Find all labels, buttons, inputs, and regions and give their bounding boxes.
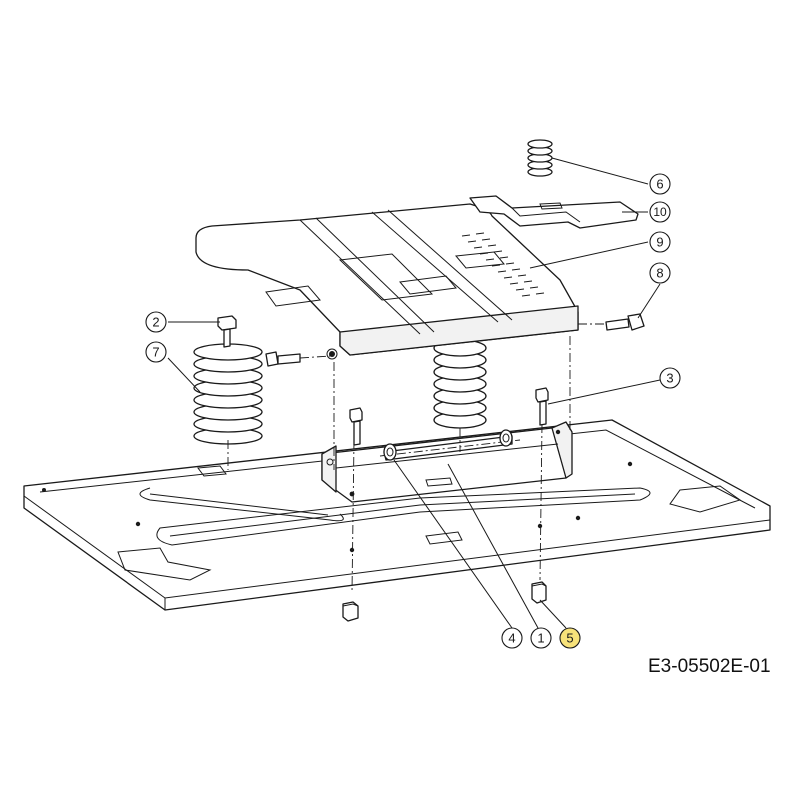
callout-10: 10 bbox=[649, 201, 671, 223]
svg-text:6: 6 bbox=[656, 177, 663, 192]
center-spring bbox=[433, 339, 487, 429]
svg-text:10: 10 bbox=[653, 205, 667, 219]
callout-3: 3 bbox=[659, 367, 681, 389]
callout-2: 2 bbox=[145, 311, 167, 333]
bracket-bolt-left bbox=[349, 407, 363, 446]
left-spring bbox=[193, 343, 263, 445]
flange-bushing-left bbox=[383, 443, 397, 461]
svg-text:8: 8 bbox=[656, 266, 663, 281]
hex-nut-right bbox=[531, 581, 547, 604]
callout-8: 8 bbox=[649, 262, 671, 284]
svg-text:9: 9 bbox=[656, 235, 663, 250]
horizontal-bolt-right bbox=[605, 313, 645, 331]
bolt-above-spring bbox=[217, 315, 237, 348]
svg-text:2: 2 bbox=[152, 315, 159, 330]
hex-nut-left bbox=[342, 601, 359, 622]
callout-6: 6 bbox=[649, 173, 671, 195]
callout-9: 9 bbox=[649, 231, 671, 253]
assembly-center-lines bbox=[227, 323, 606, 593]
drawing-code-label: E3-05502E-01 bbox=[648, 656, 771, 677]
callout-5: 5 bbox=[559, 627, 581, 649]
seat-pan bbox=[195, 203, 579, 360]
callout-1: 1 bbox=[530, 627, 552, 649]
callout-7: 7 bbox=[145, 341, 167, 363]
svg-text:4: 4 bbox=[508, 631, 515, 646]
leader-lines bbox=[167, 157, 661, 629]
bracket-bolt-right bbox=[535, 387, 549, 426]
horizontal-bolt-left bbox=[265, 351, 301, 367]
svg-text:5: 5 bbox=[566, 631, 573, 646]
flange-bushing-right bbox=[499, 429, 513, 447]
callout-4: 4 bbox=[501, 627, 523, 649]
svg-text:1: 1 bbox=[537, 631, 544, 646]
svg-text:7: 7 bbox=[152, 345, 159, 360]
small-spring bbox=[527, 139, 553, 177]
seat-vent-slots bbox=[461, 232, 545, 297]
switch-mount-bracket bbox=[469, 195, 639, 229]
svg-text:3: 3 bbox=[666, 371, 673, 386]
